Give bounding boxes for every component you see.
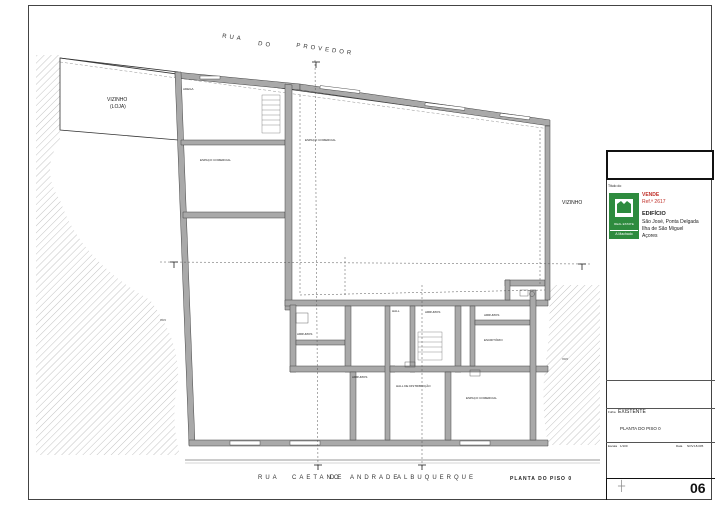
room-espaco-comercial-2: ESPAÇO COMERCIAL bbox=[305, 138, 336, 142]
property-type: EDIFÍCIO bbox=[642, 211, 666, 217]
address-line-1: São José, Ponta Delgada bbox=[642, 219, 699, 225]
room-espaco-comercial-1: ESPAÇO COMERCIAL bbox=[200, 158, 231, 162]
ref-label: Ref.ª 2617 bbox=[642, 199, 666, 205]
street-bottom-word-1: RUA bbox=[258, 475, 280, 481]
date-value: NOV.18.005 bbox=[687, 444, 704, 448]
address-line-2: Ilha de São Miguel bbox=[642, 226, 684, 232]
neighbour-left-line-2: (LOJA) bbox=[110, 104, 126, 110]
neighbour-left-line-1: VIZINHO bbox=[107, 97, 128, 103]
scale-label: Escala bbox=[608, 444, 618, 448]
room-arrumos-3: ARRUMOS bbox=[484, 313, 500, 317]
room-espaco-comercial-3: ESPAÇO COMERCIAL bbox=[466, 396, 497, 400]
title-block-header-box bbox=[606, 150, 714, 180]
logo-text-2: A Machado bbox=[610, 231, 638, 238]
state-value: EXISTENTE bbox=[618, 409, 646, 415]
tb-divider-2 bbox=[606, 408, 715, 409]
tb-divider-4 bbox=[606, 478, 715, 479]
agency-logo: REAL ESTATE A Machado bbox=[609, 193, 639, 239]
street-bottom-word-2: CAETANO bbox=[292, 475, 342, 481]
room-hall-distribuicao: HALL DE DISTRIBUIÇÃO bbox=[396, 384, 431, 388]
hatch-right bbox=[543, 285, 600, 445]
label-vcv-left: VCV bbox=[160, 318, 167, 322]
logo-text-1: REAL ESTATE bbox=[610, 222, 638, 230]
drawing-sheet bbox=[28, 5, 712, 500]
street-bottom-word-3: DE bbox=[330, 475, 345, 481]
label-vcv-right: VCV bbox=[562, 357, 569, 361]
street-bottom-word-4: ANDRADE bbox=[350, 475, 401, 481]
room-arrumos-2: ARRUMOS bbox=[425, 310, 441, 314]
tb-divider-3 bbox=[606, 442, 715, 443]
state-label: Folha bbox=[608, 410, 616, 414]
drawing-name: PLANTA DO PISO 0 bbox=[620, 426, 661, 431]
address-line-3: Açores bbox=[642, 233, 658, 239]
room-hall: HALL bbox=[392, 309, 400, 313]
neighbour-right: VIZINHO bbox=[562, 200, 583, 206]
vende-label: VENDE bbox=[642, 192, 660, 198]
room-escritorio: ESCRITÓRIO bbox=[484, 338, 503, 342]
room-arrumos-1: ARRUMOS bbox=[297, 332, 313, 336]
tb-divider-5 bbox=[606, 478, 607, 500]
tb-divider-1 bbox=[606, 380, 715, 381]
scale-value: 1/100 bbox=[620, 444, 628, 448]
logo-icon bbox=[610, 194, 638, 222]
sheet-number: 06 bbox=[690, 480, 706, 496]
owner-label: Titulo do bbox=[608, 184, 622, 188]
room-adega: ADEGA bbox=[183, 87, 194, 91]
hatch-left bbox=[36, 55, 180, 455]
crosshair-icon: ┼ bbox=[618, 481, 626, 492]
street-bottom-word-5: ALBUQUERQUE bbox=[397, 475, 477, 481]
title-block bbox=[606, 150, 716, 500]
plan-title: PLANTA DO PISO 0 bbox=[510, 476, 573, 482]
room-arrumos-4: ARRUMOS bbox=[352, 375, 368, 379]
date-label: Data bbox=[676, 444, 683, 448]
